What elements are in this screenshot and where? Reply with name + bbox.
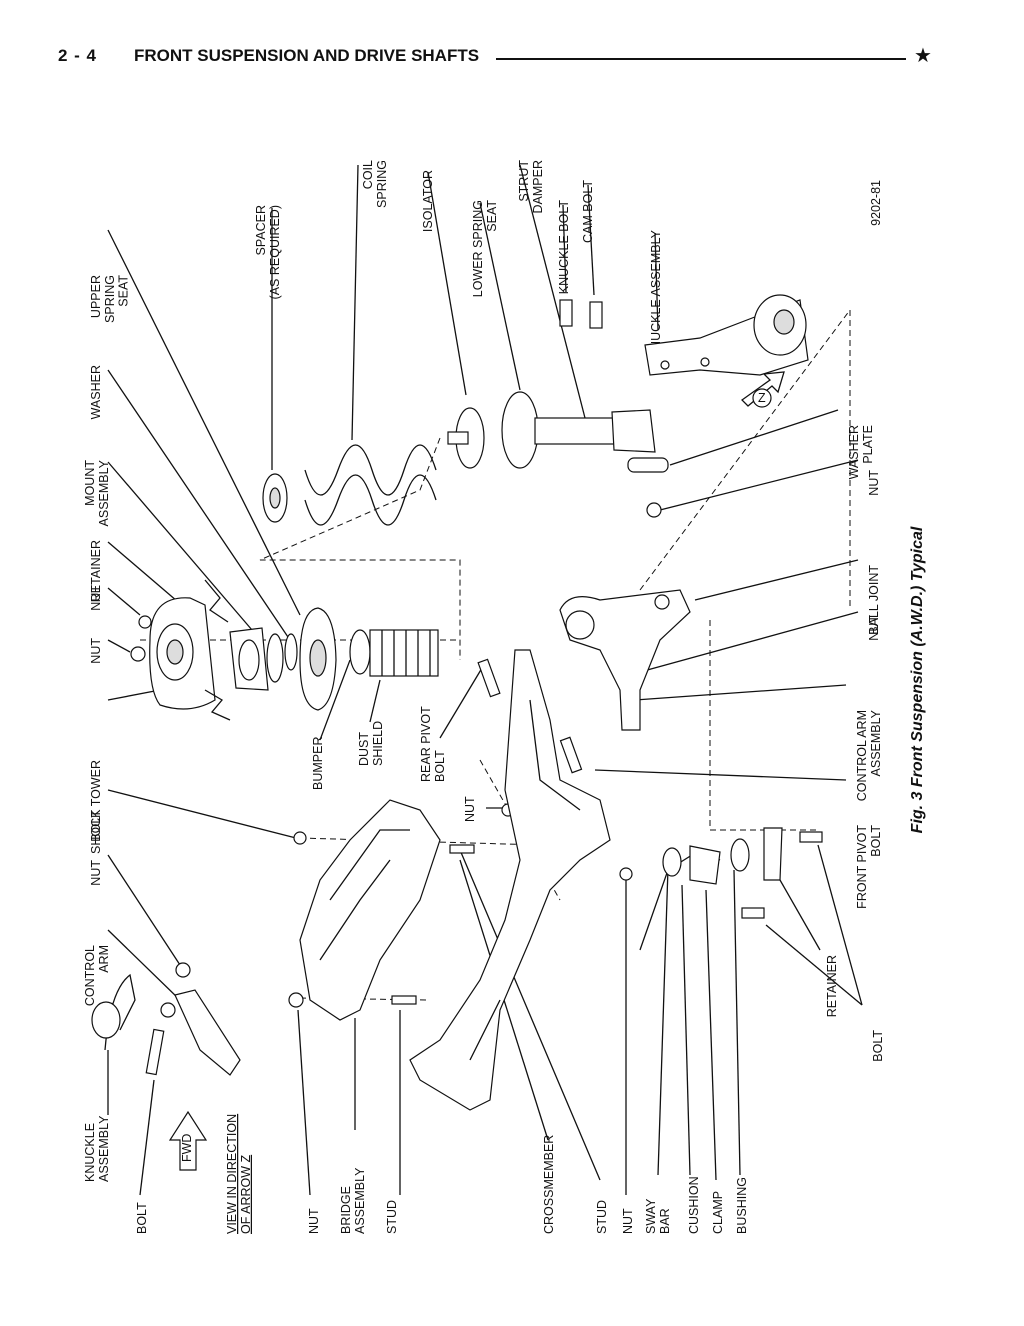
bumper-dust-shield-part xyxy=(349,629,439,677)
figure-caption: Fig. 3 Front Suspension (A.W.D.) Typical xyxy=(909,526,926,833)
strut-damper-part xyxy=(447,391,669,473)
label-dust-shield: DUSTSHIELD xyxy=(357,721,385,766)
sway-bar-part xyxy=(639,827,783,951)
page-header: 2 - 4 FRONT SUSPENSION AND DRIVE SHAFTS … xyxy=(58,45,938,76)
svg-text:Z: Z xyxy=(758,391,766,405)
leader-lines xyxy=(107,164,863,1196)
label-strut-damper: STRUTDAMPER xyxy=(517,160,545,214)
fwd-arrow-icon: FWD xyxy=(168,1110,208,1171)
z-arrow-icon: Z xyxy=(740,371,785,408)
page-number: 2 - 4 xyxy=(58,46,98,65)
label-washer: WASHER xyxy=(89,365,103,419)
label-nut-mid: NUT xyxy=(463,796,477,822)
label-spacer: SPACER(AS REQUIRED) xyxy=(254,205,282,299)
callout-labels: UPPERSPRINGSEAT SPACER(AS REQUIRED) COIL… xyxy=(83,160,926,1234)
spacer-part xyxy=(262,473,288,523)
label-sway-bar: SWAYBAR xyxy=(644,1198,672,1234)
label-isolator: ISOLATOR xyxy=(421,170,435,232)
view-z-inset xyxy=(91,973,241,1076)
label-control-arm-assembly: CONTROL ARMASSEMBLY xyxy=(855,709,883,801)
label-view-direction: VIEW IN DIRECTIONOF ARROW Z xyxy=(225,1114,253,1234)
label-shock-tower: SHOCK TOWER xyxy=(89,760,103,854)
label-lower-spring-seat: LOWER SPRINGSEAT xyxy=(471,200,499,298)
label-bumper: BUMPER xyxy=(311,737,325,790)
bolt-parts xyxy=(145,299,823,1076)
figure-ref-code: 9202-81 xyxy=(869,180,883,226)
label-clamp: CLAMP xyxy=(711,1191,725,1234)
label-nut-right-top: NUT xyxy=(867,470,881,496)
label-mount-assembly: MOUNTASSEMBLY xyxy=(83,459,111,526)
shock-tower-part xyxy=(149,579,231,721)
label-retainer-left: RETAINER xyxy=(89,540,103,602)
label-nut-bottom: NUT xyxy=(307,1208,321,1234)
bridge-assembly-part xyxy=(299,799,441,1021)
label-knuckle-assembly-top: KNUCKLE ASSEMBLY xyxy=(649,229,663,358)
label-stud-right: STUD xyxy=(595,1200,609,1234)
label-cushion: CUSHION xyxy=(687,1176,701,1234)
svg-text:FWD: FWD xyxy=(180,1134,194,1162)
label-knuckle-assembly-left: KNUCKLEASSEMBLY xyxy=(83,1115,111,1182)
knuckle-assembly-part xyxy=(644,294,809,376)
upper-spring-seat-part xyxy=(299,607,337,711)
label-front-pivot-bolt: FRONT PIVOTBOLT xyxy=(855,825,883,909)
mount-assembly-part xyxy=(229,627,298,691)
label-bolt-top: BOLT xyxy=(89,810,103,842)
label-bushing: BUSHING xyxy=(735,1177,749,1234)
label-nut-top-b: NUT xyxy=(89,638,103,664)
label-cam-bolt: CAM BOLT xyxy=(581,180,595,243)
section-title: FRONT SUSPENSION AND DRIVE SHAFTS xyxy=(134,46,480,65)
header-rule xyxy=(496,58,906,60)
star-icon: ★ xyxy=(914,45,932,67)
label-bridge-assembly: BRIDGEASSEMBLY xyxy=(339,1167,367,1234)
label-nut-top-a: NUT xyxy=(89,585,103,611)
label-retainer-right: RETAINER xyxy=(825,955,839,1017)
label-bolt-right: BOLT xyxy=(871,1030,885,1062)
label-bolt-bottom-left: BOLT xyxy=(135,1202,149,1234)
label-stud-left: STUD xyxy=(385,1200,399,1234)
label-control-arm-left: CONTROLARM xyxy=(83,945,111,1006)
label-rear-pivot-bolt: REAR PIVOTBOLT xyxy=(419,706,447,782)
coil-spring-part xyxy=(304,444,437,526)
crossmember-part xyxy=(409,649,611,1111)
label-nut-top-c: NUT xyxy=(89,860,103,886)
label-nut-right-mid: NUT xyxy=(867,615,881,641)
label-ball-joint: BALL JOINT xyxy=(867,565,881,635)
label-nut-bottom-right: NUT xyxy=(621,1208,635,1234)
label-upper-spring-seat: UPPERSPRINGSEAT xyxy=(89,275,131,323)
label-crossmember: CROSSMEMBER xyxy=(542,1135,556,1234)
label-coil-spring: COILSPRING xyxy=(361,160,389,208)
control-arm-assembly-part xyxy=(559,589,691,731)
